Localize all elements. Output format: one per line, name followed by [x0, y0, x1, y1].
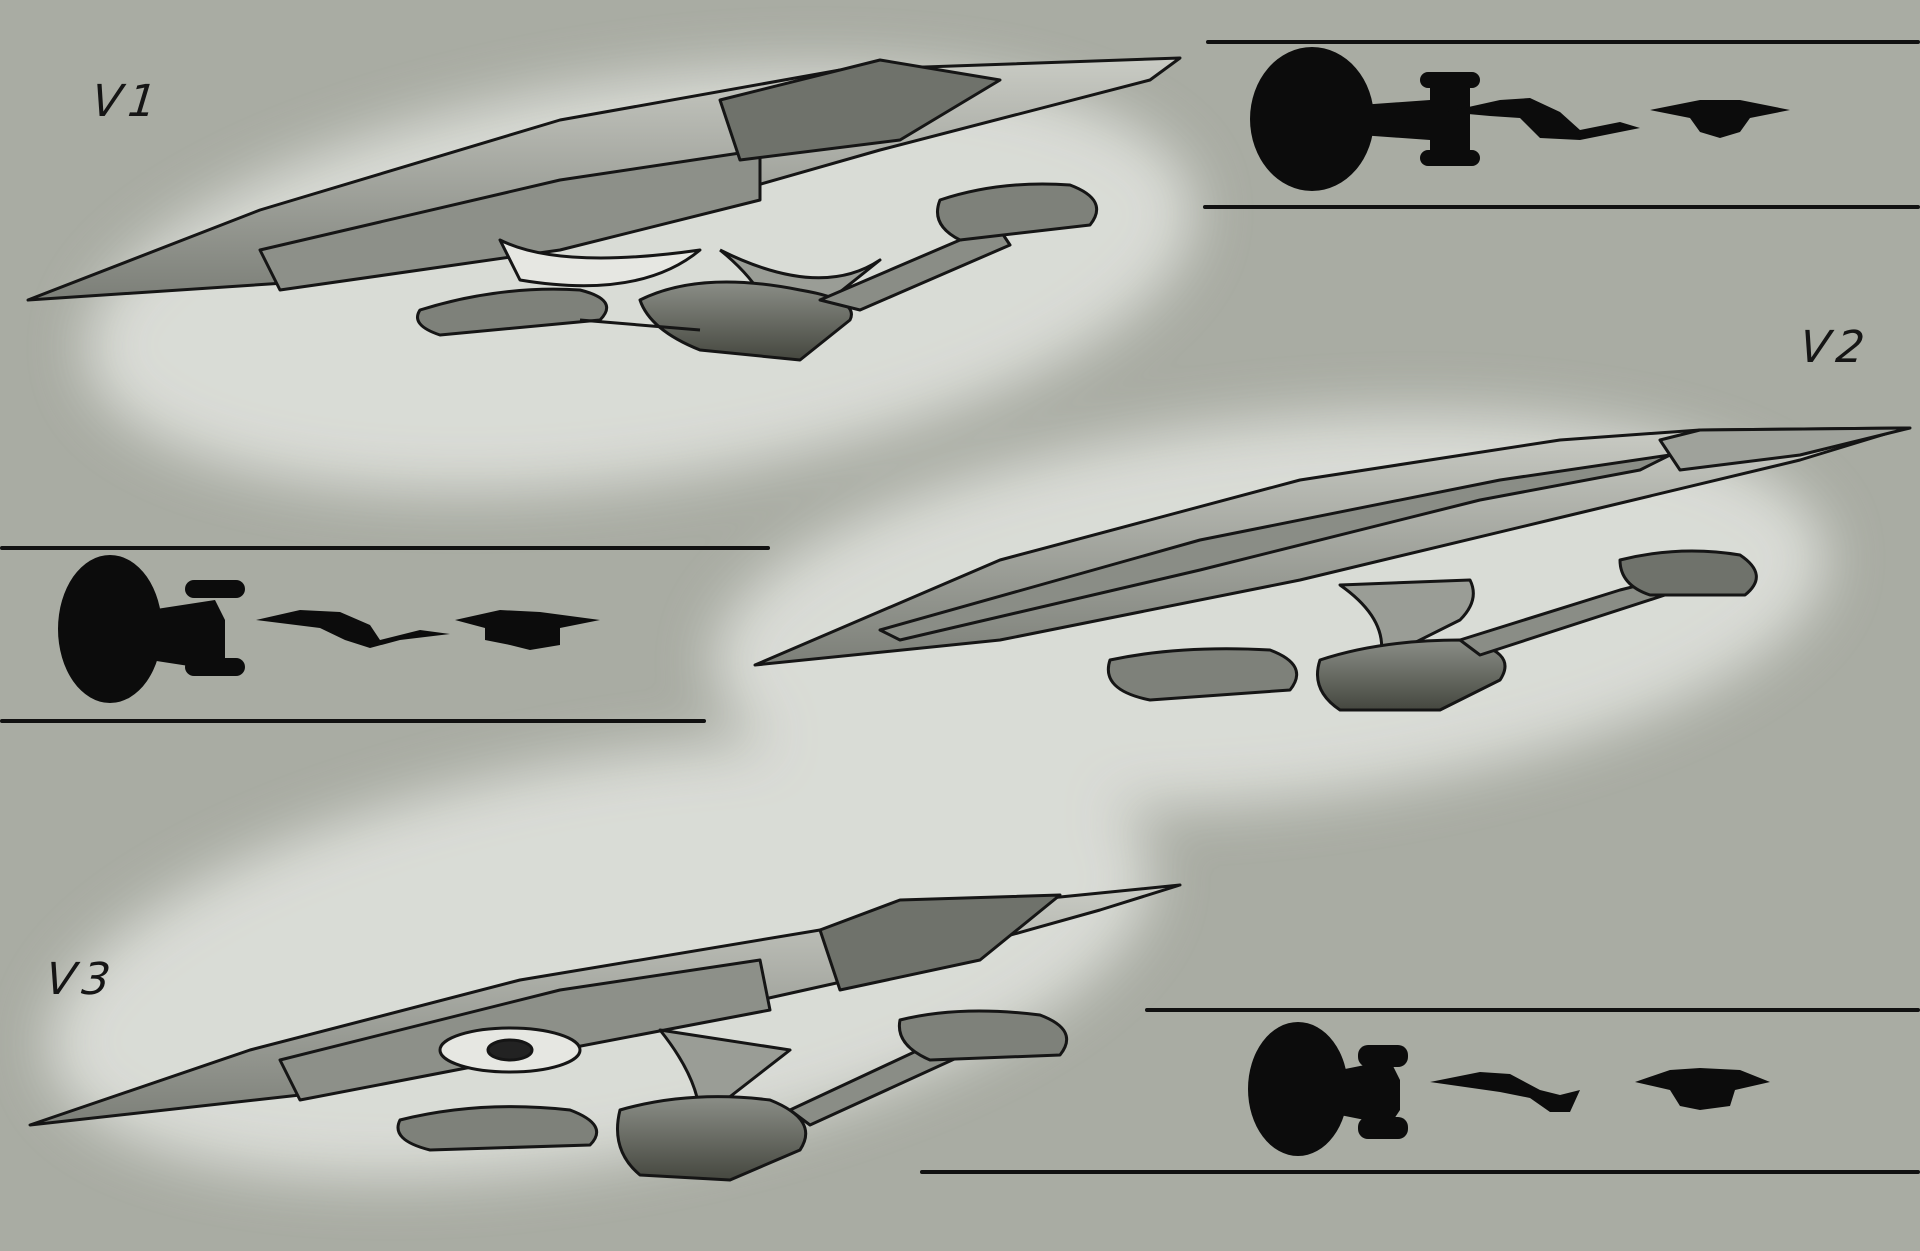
silhouette-front-view	[455, 610, 600, 650]
silhouette-side-view	[1446, 98, 1640, 140]
silhouettes-v3	[1248, 1022, 1770, 1156]
divider-line	[1206, 40, 1920, 44]
divider-line	[920, 1170, 1920, 1174]
variant-label-v2: V2	[1797, 322, 1873, 373]
ship-sketch-v2	[753, 426, 1912, 712]
silhouette-top-view	[1250, 47, 1374, 191]
silhouette-top-view	[1248, 1022, 1348, 1156]
silhouettes-v2	[58, 555, 600, 703]
silhouette-side-view	[1430, 1072, 1580, 1112]
silhouette-side-view	[256, 610, 450, 648]
variant-label-v3: V3	[43, 954, 119, 1005]
silhouette-top-view	[58, 555, 162, 703]
divider-line	[1145, 1008, 1920, 1012]
silhouette-front-view	[1650, 100, 1790, 138]
variant-label-v1: V1	[89, 76, 165, 127]
divider-line	[1203, 205, 1920, 209]
silhouette-front-view	[1635, 1068, 1770, 1110]
divider-line	[0, 546, 770, 550]
divider-line	[0, 719, 706, 723]
ship-sketch-v1	[26, 56, 1182, 362]
ship-sketch-v3	[28, 883, 1182, 1182]
silhouettes-v1	[1250, 47, 1790, 191]
